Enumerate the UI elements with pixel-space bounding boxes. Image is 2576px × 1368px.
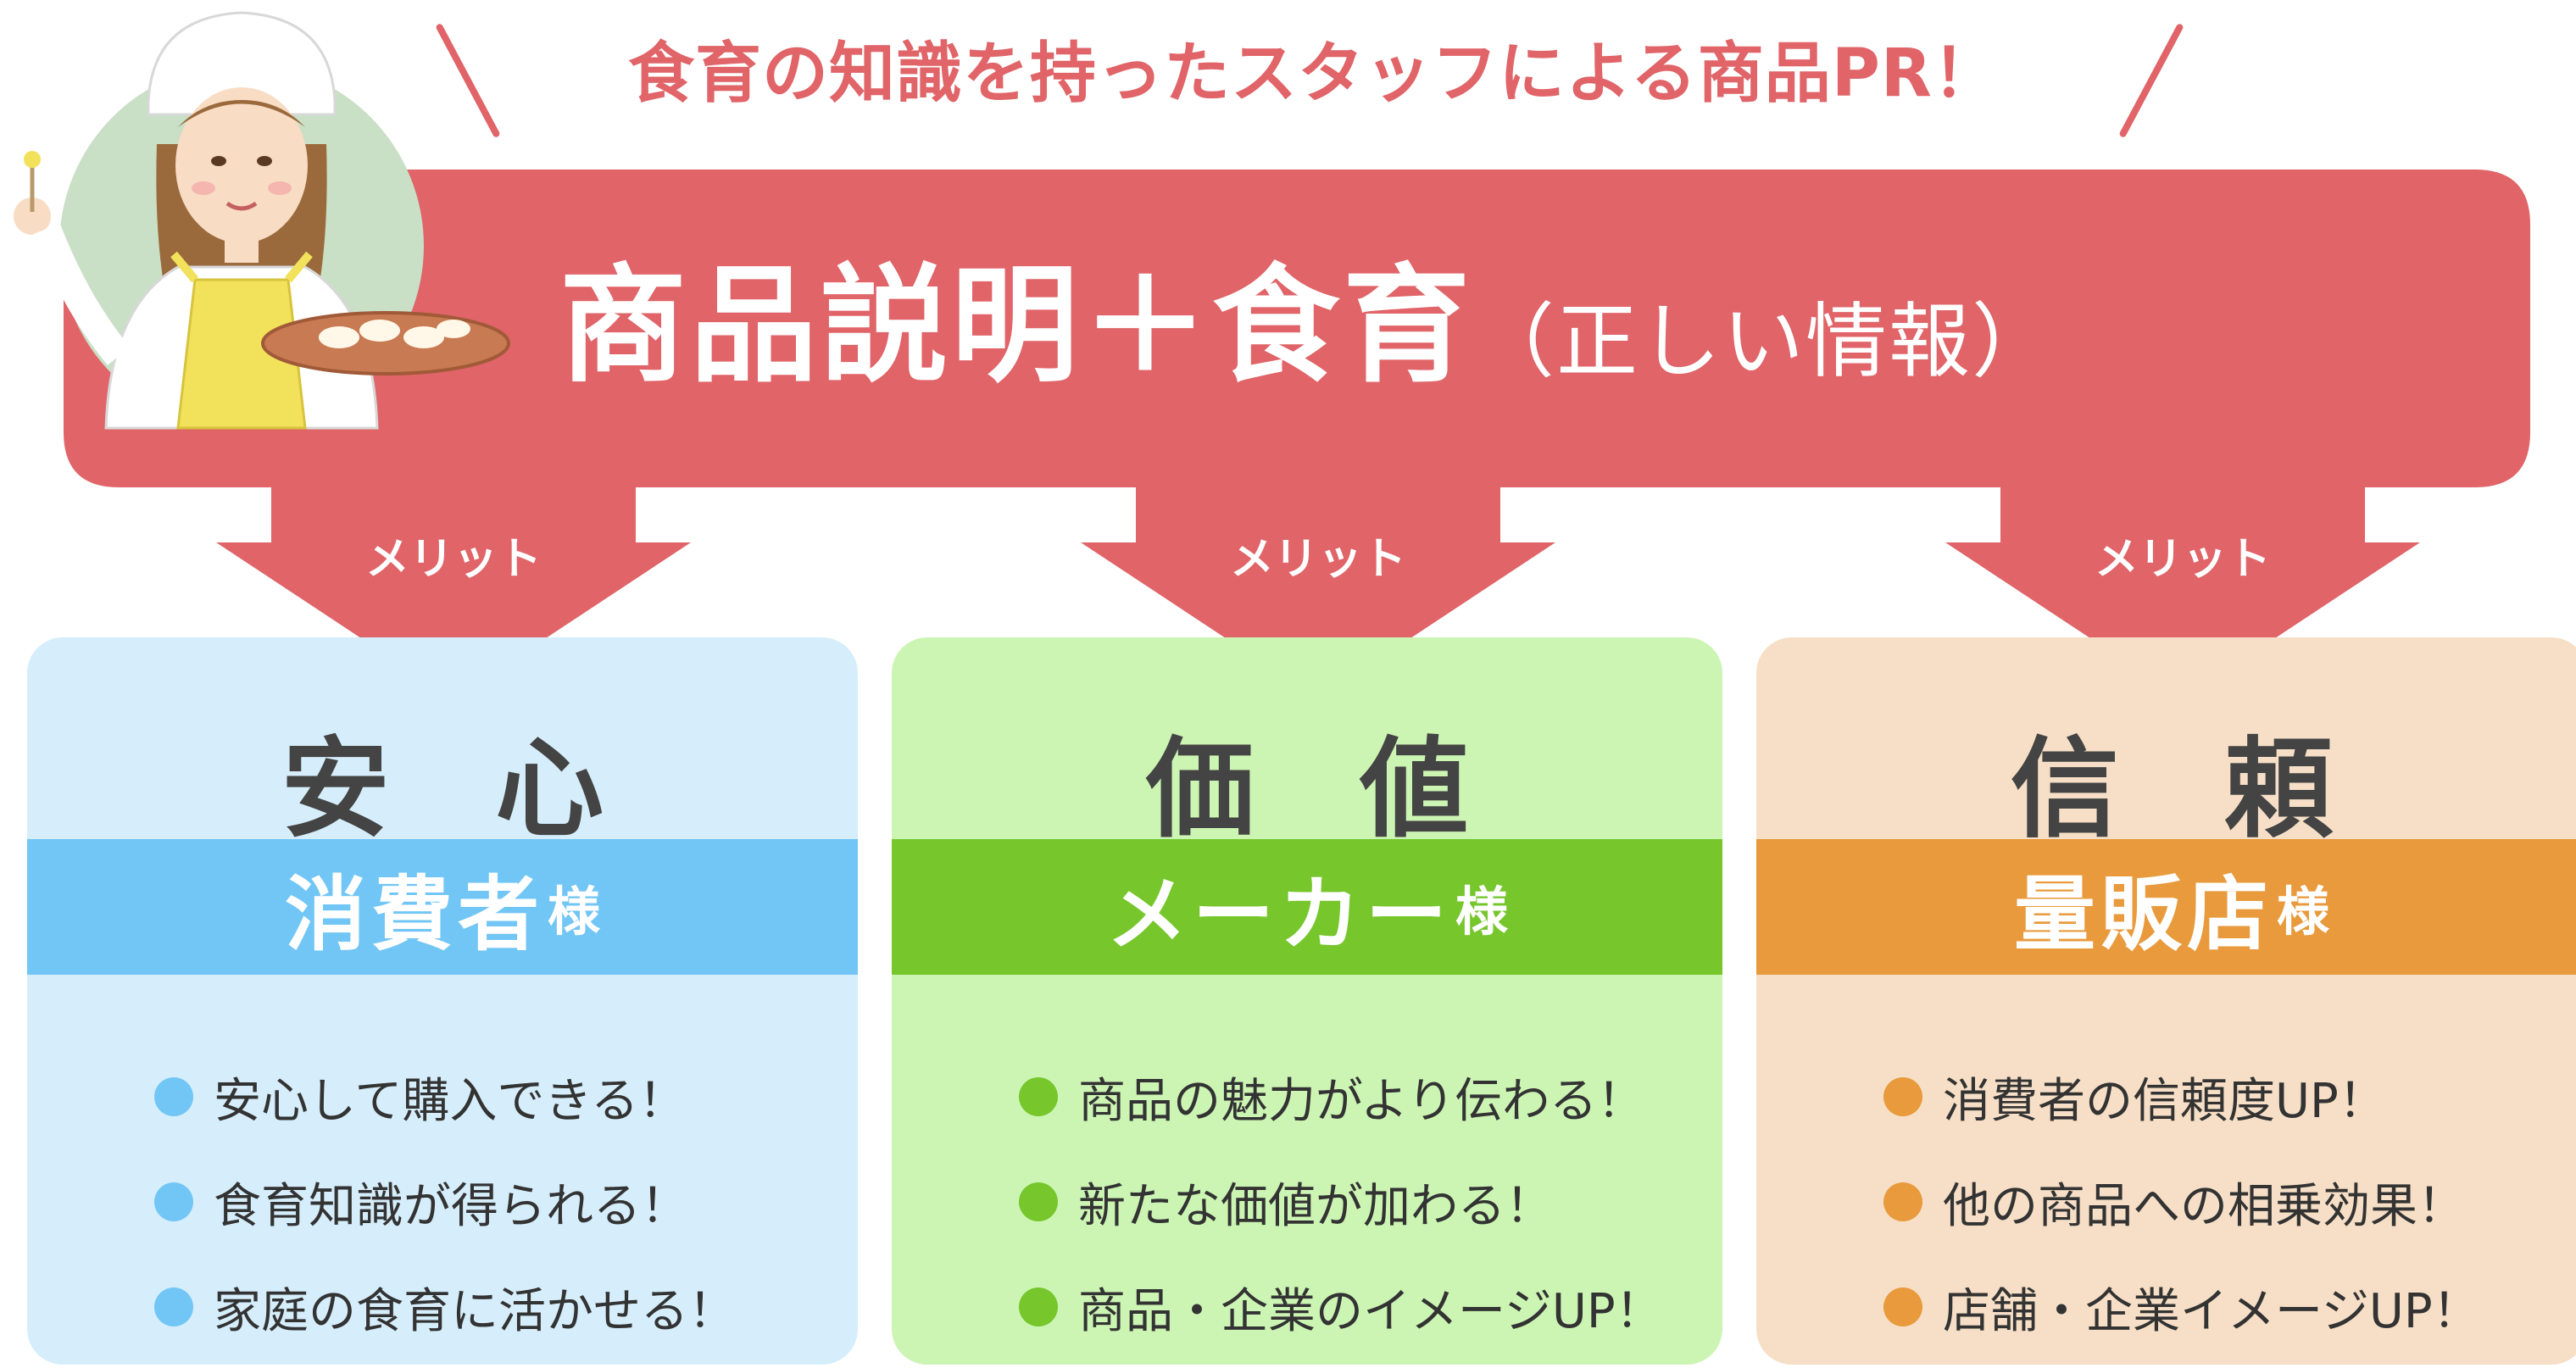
tagline: 食育の知識を持ったスタッフによる商品PR！ — [628, 36, 2000, 112]
card-target-band: メーカー様 — [892, 839, 1722, 975]
bullet-dot-icon — [1019, 1182, 1058, 1221]
merit-label-maker: メリット — [1229, 534, 1406, 585]
card-target: 量販店 — [2013, 866, 2273, 962]
bullet-dot-icon — [1883, 1077, 1922, 1116]
card-retailer: 信 頼 量販店様 消費者の信頼度UP！ 他の商品への相乗効果！ 店舗・企業イメー… — [1756, 637, 2576, 1365]
staff-illustration — [14, 11, 510, 430]
card-target-band: 消費者様 — [27, 839, 858, 975]
card-maker: 価 値 メーカー様 商品の魅力がより伝わる！ 新たな価値が加わる！ 商品・企業の… — [892, 637, 1722, 1365]
banner-title: 商品説明＋食育（正しい情報） — [559, 250, 2441, 403]
benefit-list: 安心して購入できる！ 食育知識が得られる！ 家庭の食育に活かせる！ — [154, 1044, 736, 1360]
benefit-text: 新たな価値が加わる！ — [1078, 1178, 1553, 1234]
list-item: 新たな価値が加わる！ — [1019, 1149, 1663, 1254]
benefit-text: 商品・企業のイメージUP！ — [1078, 1283, 1663, 1339]
list-item: 店舗・企業イメージUP！ — [1883, 1254, 2480, 1360]
benefit-text: 食育知識が得られる！ — [214, 1178, 688, 1234]
list-item: 家庭の食育に活かせる！ — [154, 1254, 736, 1360]
list-item: 商品の魅力がより伝わる！ — [1019, 1044, 1663, 1149]
list-item: 消費者の信頼度UP！ — [1883, 1044, 2480, 1149]
merit-label-retailer: メリット — [2094, 534, 2271, 585]
list-item: 食育知識が得られる！ — [154, 1149, 736, 1254]
card-heading: 価 値 — [1145, 726, 1503, 853]
card-target-suffix: 様 — [2276, 881, 2329, 943]
card-target: 消費者 — [284, 866, 544, 962]
benefit-text: 店舗・企業イメージUP！ — [1943, 1283, 2480, 1339]
merit-label-consumer: メリット — [364, 534, 542, 585]
card-target-suffix: 様 — [1455, 881, 1508, 943]
card-target: メーカー — [1105, 866, 1452, 962]
bullet-dot-icon — [1019, 1287, 1058, 1326]
list-item: 他の商品への相乗効果！ — [1883, 1149, 2480, 1254]
benefit-text: 商品の魅力がより伝わる！ — [1078, 1073, 1645, 1129]
benefit-text: 他の商品への相乗効果！ — [1943, 1178, 2465, 1234]
bullet-dot-icon — [1883, 1182, 1922, 1221]
bullet-dot-icon — [154, 1287, 193, 1326]
card-target-suffix: 様 — [547, 881, 600, 943]
benefit-text: 家庭の食育に活かせる！ — [214, 1283, 736, 1339]
benefit-list: 消費者の信頼度UP！ 他の商品への相乗効果！ 店舗・企業イメージUP！ — [1883, 1044, 2480, 1360]
benefit-list: 商品の魅力がより伝わる！ 新たな価値が加わる！ 商品・企業のイメージUP！ — [1019, 1044, 1663, 1360]
benefit-text: 消費者の信頼度UP！ — [1943, 1073, 2386, 1129]
card-consumer: 安 心 消費者様 安心して購入できる！ 食育知識が得られる！ 家庭の食育に活かせ… — [27, 637, 858, 1365]
card-heading: 安 心 — [281, 726, 638, 853]
red-banner-with-arrows — [64, 170, 2530, 699]
bullet-dot-icon — [154, 1182, 193, 1221]
card-heading: 信 頼 — [2010, 726, 2367, 853]
list-item: 安心して購入できる！ — [154, 1044, 736, 1149]
list-item: 商品・企業のイメージUP！ — [1019, 1254, 1663, 1360]
banner-sub-text: （正しい情報） — [1473, 294, 2056, 389]
bullet-dot-icon — [1883, 1287, 1922, 1326]
banner-main-text: 商品説明＋食育 — [559, 253, 1474, 400]
card-target-band: 量販店様 — [1756, 839, 2576, 975]
benefit-text: 安心して購入できる！ — [214, 1073, 687, 1129]
bullet-dot-icon — [154, 1077, 193, 1116]
bullet-dot-icon — [1019, 1077, 1058, 1116]
